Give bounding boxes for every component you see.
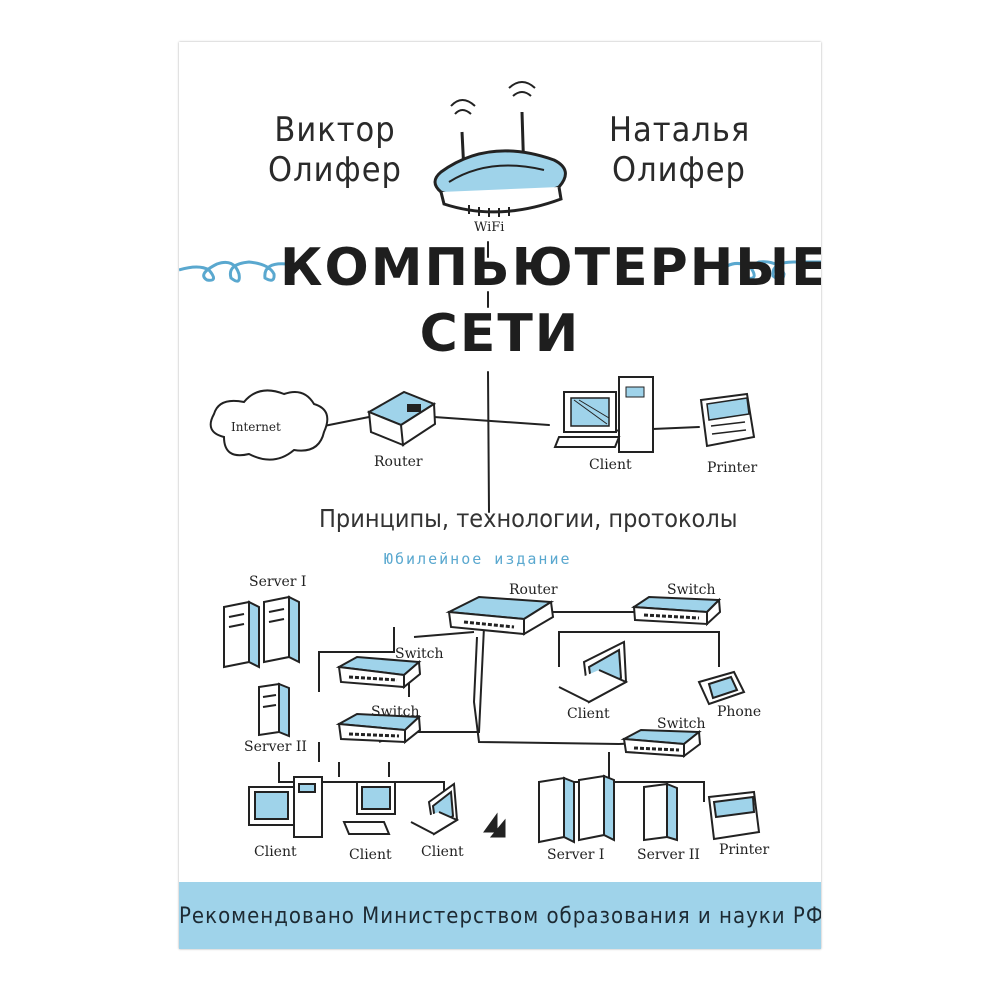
wifi-label: WiFi [474, 220, 505, 235]
client-label: Client [254, 844, 297, 860]
switch-label: Switch [657, 716, 706, 732]
switch-label: Switch [667, 582, 716, 598]
phone-icon [697, 670, 746, 706]
book-cover: Виктор Олифер Наталья Олифер WiFi КОМПЬЮ… [179, 42, 821, 949]
switch-label: Switch [371, 704, 420, 720]
server-label: Server II [637, 847, 700, 863]
server-icon [538, 774, 615, 844]
internet-label: Internet [231, 420, 281, 434]
server-icon [643, 782, 678, 842]
switch-device-icon [335, 655, 422, 690]
laptop-icon [410, 782, 460, 836]
switch-device-icon [335, 712, 422, 745]
client-label: Client [567, 706, 610, 722]
publisher-logo-icon [483, 812, 506, 838]
phone-label: Phone [717, 704, 762, 720]
server-label: Server I [547, 847, 605, 863]
author-right-last: Олифер [612, 150, 746, 190]
server-label: Server II [244, 739, 307, 755]
router-label: Router [509, 582, 558, 598]
router-device-icon [445, 595, 555, 636]
client-label: Client [589, 457, 632, 473]
internet-cloud-icon [209, 389, 329, 461]
author-right: Наталья Олифер [609, 110, 749, 190]
swirl-left-decoration [179, 260, 295, 283]
book-subtitle: Принципы, технологии, протоколы [319, 504, 738, 533]
wifi-router-icon [433, 81, 567, 217]
author-left-last: Олифер [268, 150, 402, 190]
printer-icon [707, 790, 761, 841]
switch-device-icon [620, 728, 702, 758]
laptop-icon [558, 640, 629, 704]
client-computer-icon [342, 781, 396, 835]
server-label: Server I [249, 574, 307, 590]
router-label: Router [374, 454, 423, 470]
router-device-icon [366, 390, 437, 447]
switch-label: Switch [395, 646, 444, 662]
swirl-right-decoration [726, 260, 821, 281]
network-illustration [179, 81, 821, 844]
book-title-line2: СЕТИ [419, 304, 581, 364]
printer-label: Printer [707, 460, 758, 476]
recommendation-text: Рекомендовано Министерством образования … [179, 904, 821, 929]
server-icon [223, 595, 300, 669]
client-computer-icon [248, 776, 323, 838]
printer-icon [699, 392, 756, 448]
printer-label: Printer [719, 842, 770, 858]
book-title-line1: КОМПЬЮТЕРНЫЕ [280, 238, 821, 298]
client-label: Client [421, 844, 464, 860]
author-left: Виктор Олифер [265, 110, 405, 190]
switch-device-icon [631, 595, 722, 627]
client-computer-icon [553, 376, 654, 453]
edition-label: Юбилейное издание [384, 550, 572, 568]
recommendation-banner: Рекомендовано Министерством образования … [179, 882, 821, 949]
author-left-first: Виктор [274, 110, 396, 150]
server-icon [258, 682, 290, 738]
author-right-first: Наталья [609, 110, 751, 150]
client-label: Client [349, 847, 392, 863]
